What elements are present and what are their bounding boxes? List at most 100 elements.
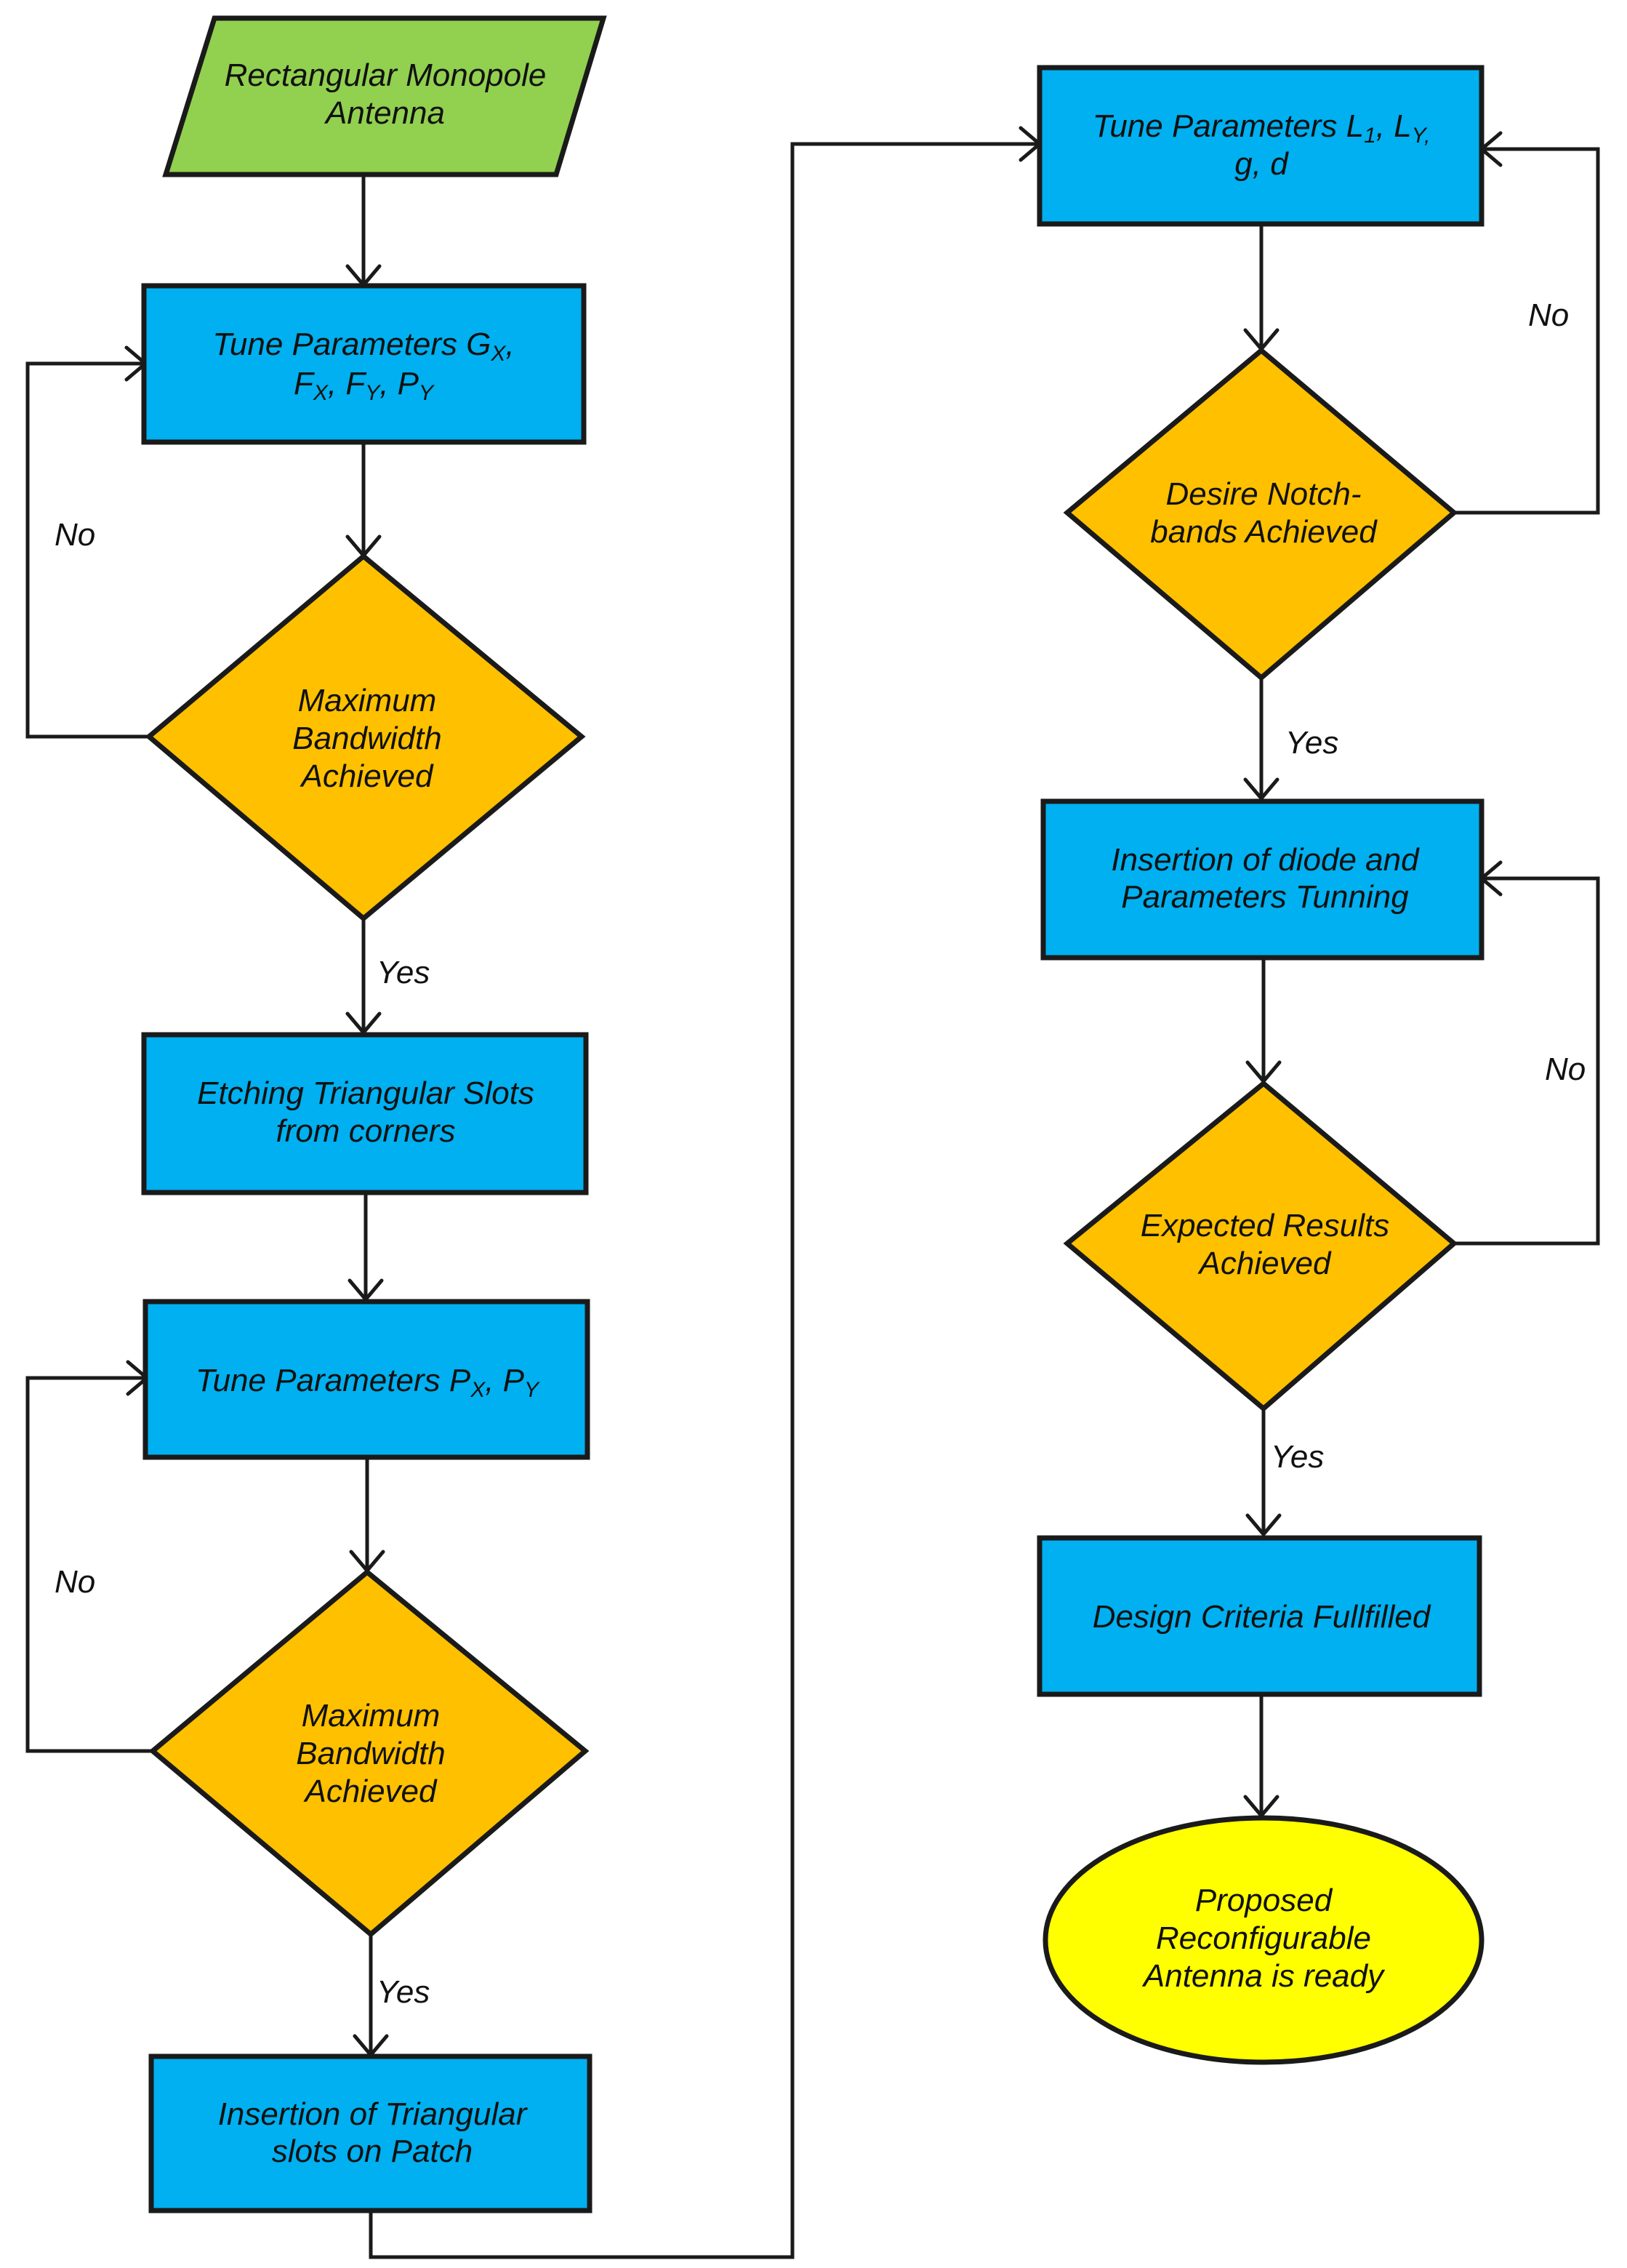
svg-text:Achieved: Achieved xyxy=(302,1774,438,1809)
subscript: X xyxy=(313,381,329,405)
svg-text:Achieved: Achieved xyxy=(299,758,434,794)
node-text: Achieved xyxy=(302,1774,438,1809)
edge-label: Yes xyxy=(377,955,430,990)
criteria-shape xyxy=(1037,1535,1482,1697)
edge-label: No xyxy=(55,517,95,553)
node-text: , P xyxy=(485,1363,524,1398)
svg-text:Antenna: Antenna xyxy=(324,95,445,131)
svg-text:Etching Triangular Slots: Etching Triangular Slots xyxy=(197,1075,534,1111)
svg-text:Proposed: Proposed xyxy=(1195,1883,1333,1918)
svg-text:Tune Parameters PX, PY: Tune Parameters PX, PY xyxy=(196,1363,540,1402)
edges xyxy=(25,126,1600,2259)
decision4-node: Expected Results Achieved xyxy=(1063,1080,1458,1412)
svg-text:Expected Results: Expected Results xyxy=(1141,1208,1389,1243)
edge-label: No xyxy=(1528,297,1569,333)
start-node: Rectangular Monopole Antenna xyxy=(162,15,607,177)
insert-diode-node: Insertion of diode and Parameters Tunnin… xyxy=(1040,798,1485,961)
node-text: bands Achieved xyxy=(1150,514,1378,550)
node-text: Bandwidth xyxy=(292,721,441,756)
tune2-shape xyxy=(142,1299,590,1460)
node-text: Achieved xyxy=(1197,1246,1332,1281)
svg-text:Yes: Yes xyxy=(1285,725,1338,761)
subscript: Y xyxy=(365,381,381,405)
end-node: Proposed Reconfigurable Antenna is ready xyxy=(1043,1815,1485,2065)
node-text: g, d xyxy=(1234,146,1289,182)
svg-text:Design Criteria Fullfilled: Design Criteria Fullfilled xyxy=(1093,1599,1431,1635)
decision1-node: Maximum Bandwidth Achieved xyxy=(145,553,586,922)
edge-label: No xyxy=(55,1564,95,1600)
etch-shape xyxy=(141,1032,589,1195)
node-text: slots on Patch xyxy=(272,2133,473,2169)
edge-dec3-no-loop xyxy=(1454,147,1600,515)
decision1-shape xyxy=(145,553,586,922)
svg-text:No: No xyxy=(1545,1051,1586,1087)
node-text: Maximum xyxy=(298,683,437,718)
decision4-shape xyxy=(1063,1080,1458,1412)
svg-text:Bandwidth: Bandwidth xyxy=(296,1736,445,1771)
decision3-node: Desire Notch- bands Achieved xyxy=(1063,347,1458,681)
svg-text:bands Achieved: bands Achieved xyxy=(1150,514,1378,550)
etch-node: Etching Triangular Slots from corners xyxy=(141,1032,589,1195)
svg-text:Antenna is ready: Antenna is ready xyxy=(1141,1958,1386,1994)
svg-text:g, d: g, d xyxy=(1234,146,1289,182)
svg-text:Reconfigurable: Reconfigurable xyxy=(1156,1920,1371,1956)
node-text: Antenna xyxy=(324,95,445,131)
edge-label: Yes xyxy=(1285,725,1338,761)
tune1-shape xyxy=(141,283,587,445)
svg-text:Bandwidth: Bandwidth xyxy=(292,721,441,756)
subscript: 1 xyxy=(1364,124,1376,148)
edge-label: Yes xyxy=(377,1974,430,2010)
svg-text:Desire Notch-: Desire Notch- xyxy=(1166,476,1362,512)
svg-text:No: No xyxy=(55,1564,95,1600)
svg-text:Tune Parameters GX,: Tune Parameters GX, xyxy=(212,326,514,366)
node-text: , xyxy=(505,326,514,362)
svg-text:No: No xyxy=(55,517,95,553)
node-text: Maximum xyxy=(302,1698,441,1734)
node-text: , P xyxy=(379,366,419,401)
subscript: Y xyxy=(419,381,435,405)
svg-text:Rectangular Monopole: Rectangular Monopole xyxy=(225,57,547,93)
svg-text:No: No xyxy=(1528,297,1569,333)
node-text: Reconfigurable xyxy=(1156,1920,1371,1956)
svg-text:Maximum: Maximum xyxy=(302,1698,441,1734)
node-text: Design Criteria Fullfilled xyxy=(1093,1599,1431,1635)
node-text: Parameters Tunning xyxy=(1121,879,1409,915)
subscript: X xyxy=(490,342,506,366)
node-text: Tune Parameters G xyxy=(212,326,491,362)
end-shape xyxy=(1043,1815,1485,2065)
edge-label: No xyxy=(1545,1051,1586,1087)
svg-text:Yes: Yes xyxy=(377,955,430,990)
subscript: X xyxy=(470,1378,486,1402)
tune1-node: Tune Parameters GX, FX, FY, PY xyxy=(141,283,587,445)
edge-labels: No Yes No Yes No Yes No Yes xyxy=(55,297,1586,2010)
insert-diode-shape xyxy=(1040,798,1485,961)
svg-text:Insertion of Triangular: Insertion of Triangular xyxy=(218,2096,529,2132)
node-text: Antenna is ready xyxy=(1141,1958,1386,1994)
node-text: Achieved xyxy=(299,758,434,794)
decision2-node: Maximum Bandwidth Achieved xyxy=(148,1568,590,1938)
tune2-node: Tune Parameters PX, PY xyxy=(142,1299,590,1460)
decision2-shape xyxy=(148,1568,590,1938)
insert-patch-node: Insertion of Triangular slots on Patch xyxy=(148,2053,592,2213)
node-text: Bandwidth xyxy=(296,1736,445,1771)
node-text: Etching Triangular Slots xyxy=(197,1075,534,1111)
node-text: F xyxy=(294,366,315,401)
edge-dec2-no-loop xyxy=(25,1376,153,1753)
node-text: Desire Notch- xyxy=(1166,476,1362,512)
svg-text:Yes: Yes xyxy=(1271,1439,1324,1475)
node-text: , F xyxy=(328,366,366,401)
subscript: Y xyxy=(524,1378,540,1402)
edge-insert-patch-to-tune3 xyxy=(369,142,1038,2259)
node-text: Insertion of Triangular xyxy=(218,2096,529,2132)
edge-dec1-no-loop xyxy=(25,361,149,739)
svg-text:Maximum: Maximum xyxy=(298,683,437,718)
svg-text:Achieved: Achieved xyxy=(1197,1246,1332,1281)
node-text: from corners xyxy=(276,1113,456,1149)
tune3-shape xyxy=(1037,65,1485,227)
node-text: Tune Parameters P xyxy=(196,1363,471,1398)
tune3-node: Tune Parameters L1, LY, g, d xyxy=(1037,65,1485,227)
node-text: Expected Results xyxy=(1141,1208,1389,1243)
svg-text:Yes: Yes xyxy=(377,1974,430,2010)
edge-label: Yes xyxy=(1271,1439,1324,1475)
